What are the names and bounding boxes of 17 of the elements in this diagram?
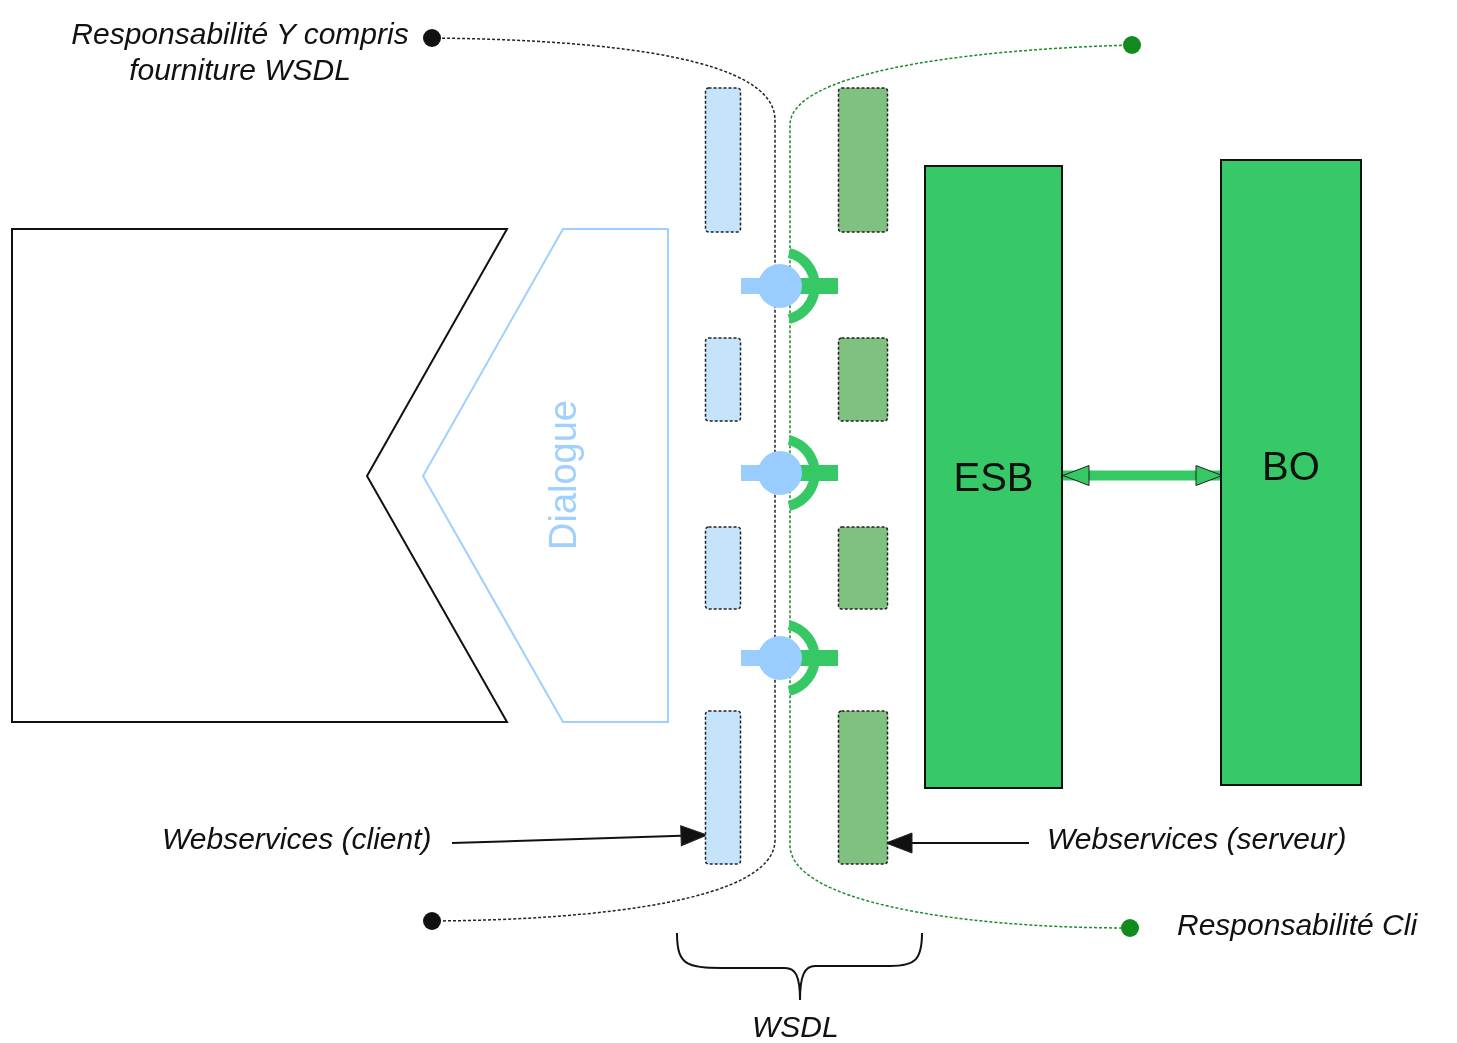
form-shape xyxy=(12,229,507,722)
chevron-shape xyxy=(423,229,668,722)
annotation-text: Webservices (serveur) xyxy=(1047,822,1347,856)
interface-connector xyxy=(741,248,838,324)
interface-connector xyxy=(741,620,838,696)
annotation-text: Responsabilité Y compris fourniture WSDL xyxy=(70,16,410,88)
component-box xyxy=(924,165,1063,789)
service-bar xyxy=(705,88,741,864)
annotation-text: Responsabilité Cli xyxy=(1177,908,1418,942)
annotation-text: Webservices (client) xyxy=(162,822,432,856)
annotation-text: WSDL xyxy=(752,1010,839,1043)
node-label: BO xyxy=(1262,443,1320,489)
node-label: ESB xyxy=(953,454,1034,500)
node-label: Dialogue xyxy=(541,400,585,550)
interface-connector xyxy=(741,435,838,511)
component-box xyxy=(1220,159,1362,786)
service-bar xyxy=(838,88,888,864)
